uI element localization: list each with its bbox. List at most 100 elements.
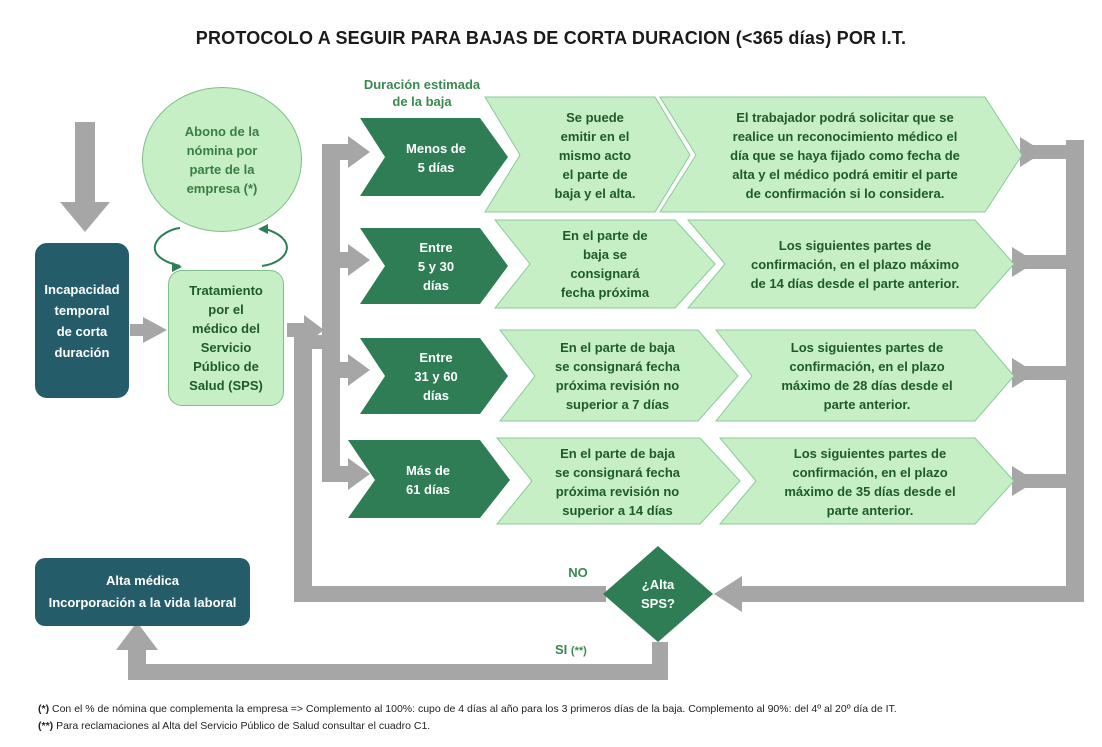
partes-line: mismo acto	[558, 147, 632, 163]
footnote-1: (*) Con el % de nómina que complementa l…	[38, 703, 1088, 715]
confirmacion-line: Los siguientes partes de	[790, 340, 944, 355]
row2-duration-text: Entre 5 y 30 días	[388, 236, 484, 296]
branch-row-3	[322, 354, 370, 386]
page-title: PROTOCOLO A SEGUIR PARA BAJAS DE CORTA D…	[195, 28, 907, 48]
partes-line: próxima revisión no	[555, 484, 680, 499]
loop-arrowhead-1	[172, 262, 182, 272]
partes-line: se consignará fecha	[555, 359, 680, 374]
confirmacion-line: día que se haya fijado como fecha de	[730, 147, 960, 163]
no-loop-path	[294, 335, 606, 602]
footnote-text: Para reclamaciones al Alta del Servicio …	[53, 720, 431, 732]
abono-line: empresa (*)	[186, 180, 258, 196]
partes-line: baja se	[582, 247, 628, 262]
confirmacion-line: confirmación, en el plazo máximo	[750, 256, 960, 272]
abono-line: Abono de la	[184, 123, 260, 139]
no-label: NO	[568, 565, 588, 580]
partes-line: superior a 14 días	[562, 503, 673, 518]
footnote-text: Con el % de nómina que complementa la em…	[49, 703, 897, 715]
confirmacion-line: Los siguientes partes de	[793, 446, 947, 461]
tratamiento-line: Público de	[193, 359, 259, 374]
out-row-2	[1012, 247, 1068, 277]
footnote-mark: (**)	[38, 720, 54, 732]
confirmacion-line: Los siguientes partes de	[778, 237, 932, 253]
footnote-2: (**) Para reclamaciones al Alta del Serv…	[38, 720, 1088, 732]
out-row-1	[1020, 137, 1068, 167]
si-label: SI (**)	[555, 642, 625, 657]
confirmacion-line: confirmación, en el plazo	[792, 465, 948, 480]
duracion-estimada-label: Duración estimada de la baja	[352, 76, 492, 110]
partes-line: En el parte de baja	[560, 340, 675, 355]
alta-title: Alta médica	[106, 573, 179, 588]
tratamiento-line: por el	[208, 302, 244, 317]
si-text: SI	[555, 642, 568, 657]
confirmacion-line: de confirmación si lo considera.	[745, 185, 945, 201]
loop-arrow	[153, 227, 288, 267]
abono-line: parte de la	[189, 161, 255, 177]
duration-line: Más de	[405, 463, 451, 478]
confirmacion-line: El trabajador podrá solicitar que se	[736, 109, 954, 125]
confirmacion-line: de 14 días desde el parte anterior.	[750, 275, 960, 291]
confirmacion-line: confirmación, en el plazo	[789, 359, 945, 374]
branch-row-1	[322, 136, 370, 168]
partes-line: se consignará fecha	[555, 465, 680, 480]
confirmacion-line: realice un reconocimiento médico el	[732, 128, 958, 144]
partes-line: baja y el alta.	[554, 185, 636, 201]
out-row-3	[1012, 358, 1068, 388]
partes-line: el parte de	[562, 166, 628, 182]
duration-line: 5 y 30	[417, 258, 455, 274]
confirmacion-line: máximo de 35 días desde el	[784, 484, 956, 499]
duration-line: 5 días	[417, 160, 455, 175]
duration-line: Entre	[419, 239, 453, 255]
tratamiento-line: médico del	[192, 321, 260, 336]
incapacidad-line: Incapacidad	[44, 281, 120, 297]
duration-line: 61 días	[405, 482, 451, 497]
row1-confirmacion-text: El trabajador podrá solicitar que se rea…	[700, 100, 990, 210]
row1-partes-text: Se puede emitir en el mismo acto el part…	[520, 100, 670, 210]
duration-line: 31 y 60	[414, 368, 458, 384]
partes-line: Se puede	[566, 109, 624, 125]
row1-duration-text: Menos de 5 días	[388, 138, 484, 178]
row4-duration-text: Más de 61 días	[378, 460, 478, 500]
si-path	[116, 622, 668, 680]
duracion-label-line: Duración estimada	[363, 77, 481, 92]
abono-nomina-circle: Abono de la nómina por parte de la empre…	[142, 87, 302, 232]
partes-line: próxima revisión no	[555, 378, 680, 393]
row3-partes-text: En el parte de baja se consignará fecha …	[535, 336, 700, 416]
duration-line: días	[422, 277, 449, 293]
incapacidad-line: duración	[54, 344, 110, 360]
confirmacion-line: parte anterior.	[826, 503, 914, 518]
row2-confirmacion-text: Los siguientes partes de confirmación, e…	[725, 224, 985, 304]
duration-line: días	[422, 387, 449, 403]
si-ref: (**)	[570, 645, 587, 657]
confirmacion-line: máximo de 28 días desde el	[781, 378, 953, 393]
duration-line: Entre	[419, 349, 453, 365]
arrow-into-incapacidad	[60, 122, 110, 232]
tratamiento-line: Servicio	[200, 340, 252, 355]
alta-medica-box: Alta médica Incorporación a la vida labo…	[35, 558, 250, 626]
alta-subtitle: Incorporación a la vida laboral	[48, 595, 237, 610]
incapacidad-line: de corta	[56, 323, 108, 339]
left-vertical-bus	[322, 144, 340, 482]
row3-duration-text: Entre 31 y 60 días	[388, 346, 484, 406]
row3-confirmacion-text: Los siguientes partes de confirmación, e…	[752, 336, 982, 416]
row4-partes-text: En el parte de baja se consignará fecha …	[535, 442, 700, 522]
duration-line: Menos de	[406, 141, 466, 156]
tratamiento-line: Salud (SPS)	[189, 378, 263, 393]
loop-arrowhead-2	[258, 224, 268, 234]
row2-partes-text: En el parte de baja se consignará fecha …	[530, 224, 680, 304]
abono-line: nómina por	[186, 142, 258, 158]
decision-line: SPS?	[641, 596, 675, 611]
arrow-incapacidad-to-tratamiento	[130, 317, 167, 343]
arrow-to-decision	[714, 576, 1084, 612]
partes-line: En el parte de baja	[560, 446, 675, 461]
incapacidad-temporal-box: Incapacidad temporal de corta duración	[35, 243, 129, 398]
decision-text: ¿Alta SPS?	[618, 572, 698, 616]
right-vertical-bus	[1066, 140, 1084, 600]
decision-line: ¿Alta	[641, 577, 675, 592]
partes-line: En el parte de	[562, 228, 648, 243]
incapacidad-line: temporal	[54, 302, 110, 318]
branch-row-2	[322, 244, 370, 276]
out-row-4	[1012, 466, 1068, 496]
partes-line: fecha próxima	[560, 285, 650, 300]
